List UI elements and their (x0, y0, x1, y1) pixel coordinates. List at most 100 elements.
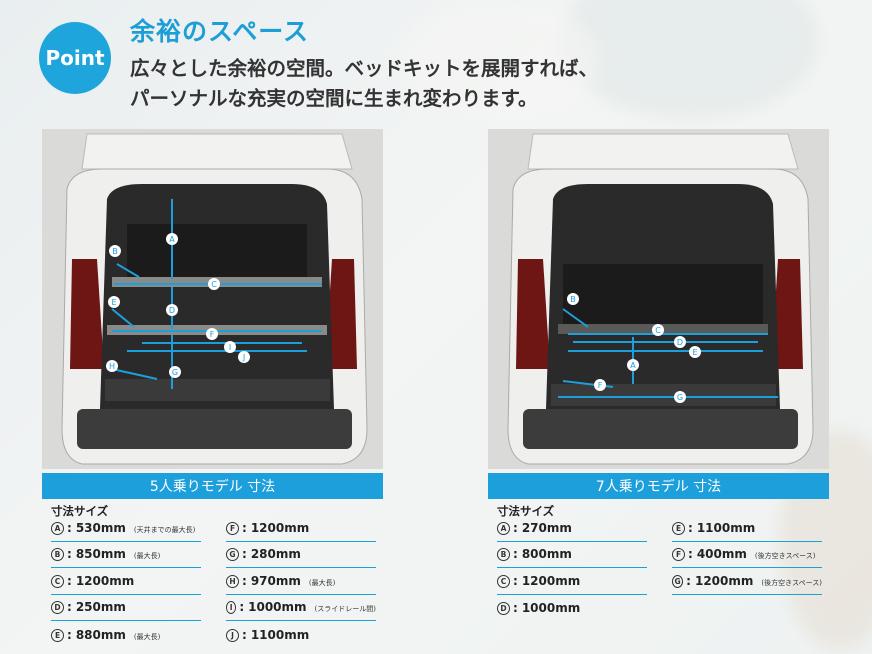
spec-row-a: A:530mm(天井までの最大長) (51, 515, 201, 542)
svg-text:H: H (109, 362, 115, 371)
svg-text:E: E (111, 298, 116, 307)
spec-value: 250mm (75, 600, 126, 614)
marker-c: C (652, 324, 664, 336)
spec-note: (最大長) (133, 632, 161, 641)
spec-row-f: F:1200mm (226, 515, 376, 542)
spec-value: 1200mm (694, 573, 754, 588)
svg-text:J: J (242, 353, 245, 362)
svg-text:G: G (677, 393, 683, 402)
spec-value: 1000mm (521, 601, 581, 615)
symbol-c: C (497, 574, 510, 588)
spec-value: 1200mm (75, 573, 135, 588)
lead-line: 広々とした余裕の空間。ベッドキットを展開すれば、 (130, 57, 599, 80)
marker-i: I (224, 341, 236, 353)
marker-b: B (567, 293, 579, 305)
svg-text:G: G (172, 368, 178, 377)
five-seat-spec-title: 寸法サイズ (51, 504, 109, 518)
seven-seat-caption: 7人乗りモデル 寸法 (488, 473, 829, 499)
symbol-b: B (51, 548, 64, 561)
symbol-d: D (497, 602, 510, 615)
symbol-g: G (672, 574, 684, 588)
symbol-d: D (51, 601, 64, 614)
spec-row-c: C:1200mm (497, 568, 647, 595)
marker-d: D (674, 336, 686, 348)
marker-c: C (208, 278, 220, 290)
spec-row-d: D:1000mm (497, 595, 647, 622)
spec-value: 970mm (250, 573, 301, 588)
svg-text:F: F (210, 330, 215, 339)
svg-text:B: B (112, 247, 118, 256)
marker-a: A (627, 359, 639, 371)
svg-text:B: B (570, 295, 576, 304)
lead-line: パーソナルな充実の空間に生まれ変わります。 (130, 87, 538, 110)
marker-g: G (674, 391, 686, 403)
five-seat-cargo-photo: A B C D E F G H I J (42, 129, 383, 469)
spec-row-a: A:270mm (497, 515, 647, 542)
spec-value: 880mm (75, 627, 126, 642)
symbol-h: H (226, 574, 239, 588)
spec-row-g: G:1200mm(後方空きスペース) (672, 568, 822, 595)
marker-d: D (166, 304, 178, 316)
spec-value: 800mm (521, 547, 572, 561)
five-seat-spec-col1: A:530mm(天井までの最大長) B:850mm(最大長) C:1200mm … (51, 515, 201, 648)
svg-text:I: I (229, 343, 231, 352)
symbol-f: F (226, 521, 239, 535)
marker-e: E (108, 296, 120, 308)
spec-value: 1100mm (696, 520, 756, 535)
svg-text:E: E (692, 348, 697, 357)
marker-g: G (169, 366, 181, 378)
symbol-b: B (497, 548, 510, 561)
spec-row-f: F:400mm(後方空きスペース) (672, 542, 822, 568)
spec-value: 1200mm (521, 573, 581, 588)
symbol-a: A (51, 521, 64, 535)
spec-value: 1100mm (250, 627, 310, 642)
spec-row-b: B:850mm(最大長) (51, 542, 201, 568)
spec-row-j: J:1100mm (226, 621, 376, 648)
lead-text: 広々とした余裕の空間。ベッドキットを展開すれば、 パーソナルな充実の空間に生まれ… (130, 54, 598, 114)
symbol-c: C (51, 574, 64, 588)
marker-a: A (166, 233, 178, 245)
symbol-i: I (226, 601, 237, 614)
spec-note: (後方空きスペース) (754, 552, 816, 560)
svg-text:D: D (677, 338, 683, 347)
seven-seat-cargo-photo: A B C D E F G (488, 129, 829, 469)
svg-text:C: C (655, 326, 661, 335)
svg-text:A: A (630, 361, 636, 370)
spec-value: 280mm (250, 547, 301, 561)
dimension-markers: A B C D E F G (567, 293, 701, 403)
spec-row-i: I:1000mm(スライドレール間) (226, 595, 376, 621)
spec-value: 1200mm (250, 520, 310, 535)
spec-note: (後方空きスペース) (761, 578, 822, 587)
background-decoration (400, 0, 600, 120)
svg-text:A: A (169, 235, 175, 244)
seven-seat-spec-col2: E:1100mm F:400mm(後方空きスペース) G:1200mm(後方空き… (672, 515, 822, 595)
page-title: 余裕のスペース (130, 17, 310, 46)
marker-j: J (238, 351, 250, 363)
five-seat-caption: 5人乗りモデル 寸法 (42, 473, 383, 499)
spec-row-e: E:1100mm (672, 515, 822, 542)
spec-value: 400mm (696, 547, 747, 561)
spec-row-h: H:970mm(最大長) (226, 568, 376, 595)
symbol-e: E (672, 521, 685, 535)
marker-h: H (106, 360, 118, 372)
dimension-markers: A B C D E F G H I J (106, 233, 250, 378)
spec-note: (最大長) (308, 578, 336, 587)
seven-seat-spec-title: 寸法サイズ (497, 504, 555, 518)
svg-text:F: F (598, 381, 603, 390)
symbol-e: E (51, 628, 64, 642)
spec-row-b: B:800mm (497, 542, 647, 568)
five-seat-cargo-illustration: A B C D E F G H I J (42, 129, 383, 469)
spec-note: (天井までの最大長) (133, 525, 196, 534)
symbol-f: F (672, 548, 685, 561)
marker-f: F (206, 328, 218, 340)
symbol-a: A (497, 521, 510, 535)
svg-text:C: C (211, 280, 217, 289)
spec-row-d: D:250mm (51, 595, 201, 621)
symbol-g: G (226, 548, 239, 561)
spec-note: (スライドレール間) (314, 605, 376, 613)
spec-row-g: G:280mm (226, 542, 376, 568)
seven-seat-cargo-illustration: A B C D E F G (488, 129, 829, 469)
spec-value: 530mm (75, 520, 126, 535)
point-badge: Point (39, 22, 111, 94)
five-seat-spec-col2: F:1200mm G:280mm H:970mm(最大長) I:1000mm(ス… (226, 515, 376, 648)
